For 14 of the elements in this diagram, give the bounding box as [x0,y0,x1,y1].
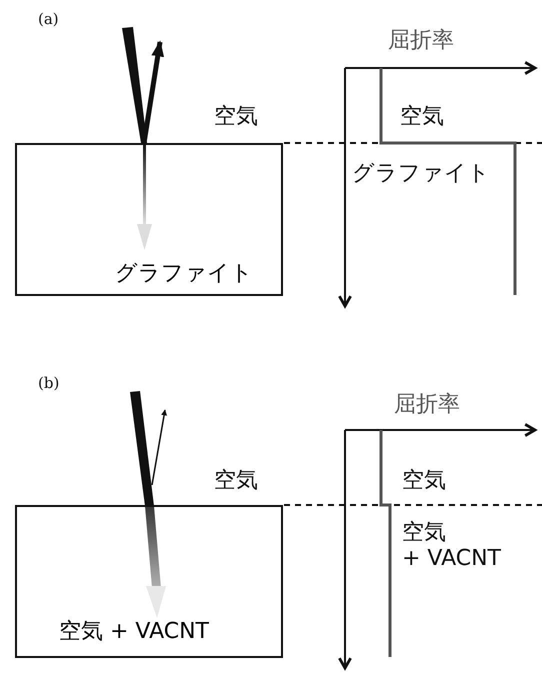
axis-title: 屈折率 [394,392,460,418]
medium-label: 空気 + VACNT [402,520,501,572]
sample-box [15,505,283,658]
axis-title: 屈折率 [388,28,454,54]
sample-box [15,143,283,296]
medium-label: グラファイト [352,161,490,187]
medium-label: 空気 [400,104,444,130]
panel-label: (b) [38,373,60,394]
panel-label: (a) [38,9,59,30]
material-label: グラファイト [115,261,253,287]
medium-label: 空気 [214,468,258,494]
medium-label: 空気 [214,104,258,130]
material-label: 空気 + VACNT [59,619,209,645]
medium-label: 空気 [402,468,446,494]
